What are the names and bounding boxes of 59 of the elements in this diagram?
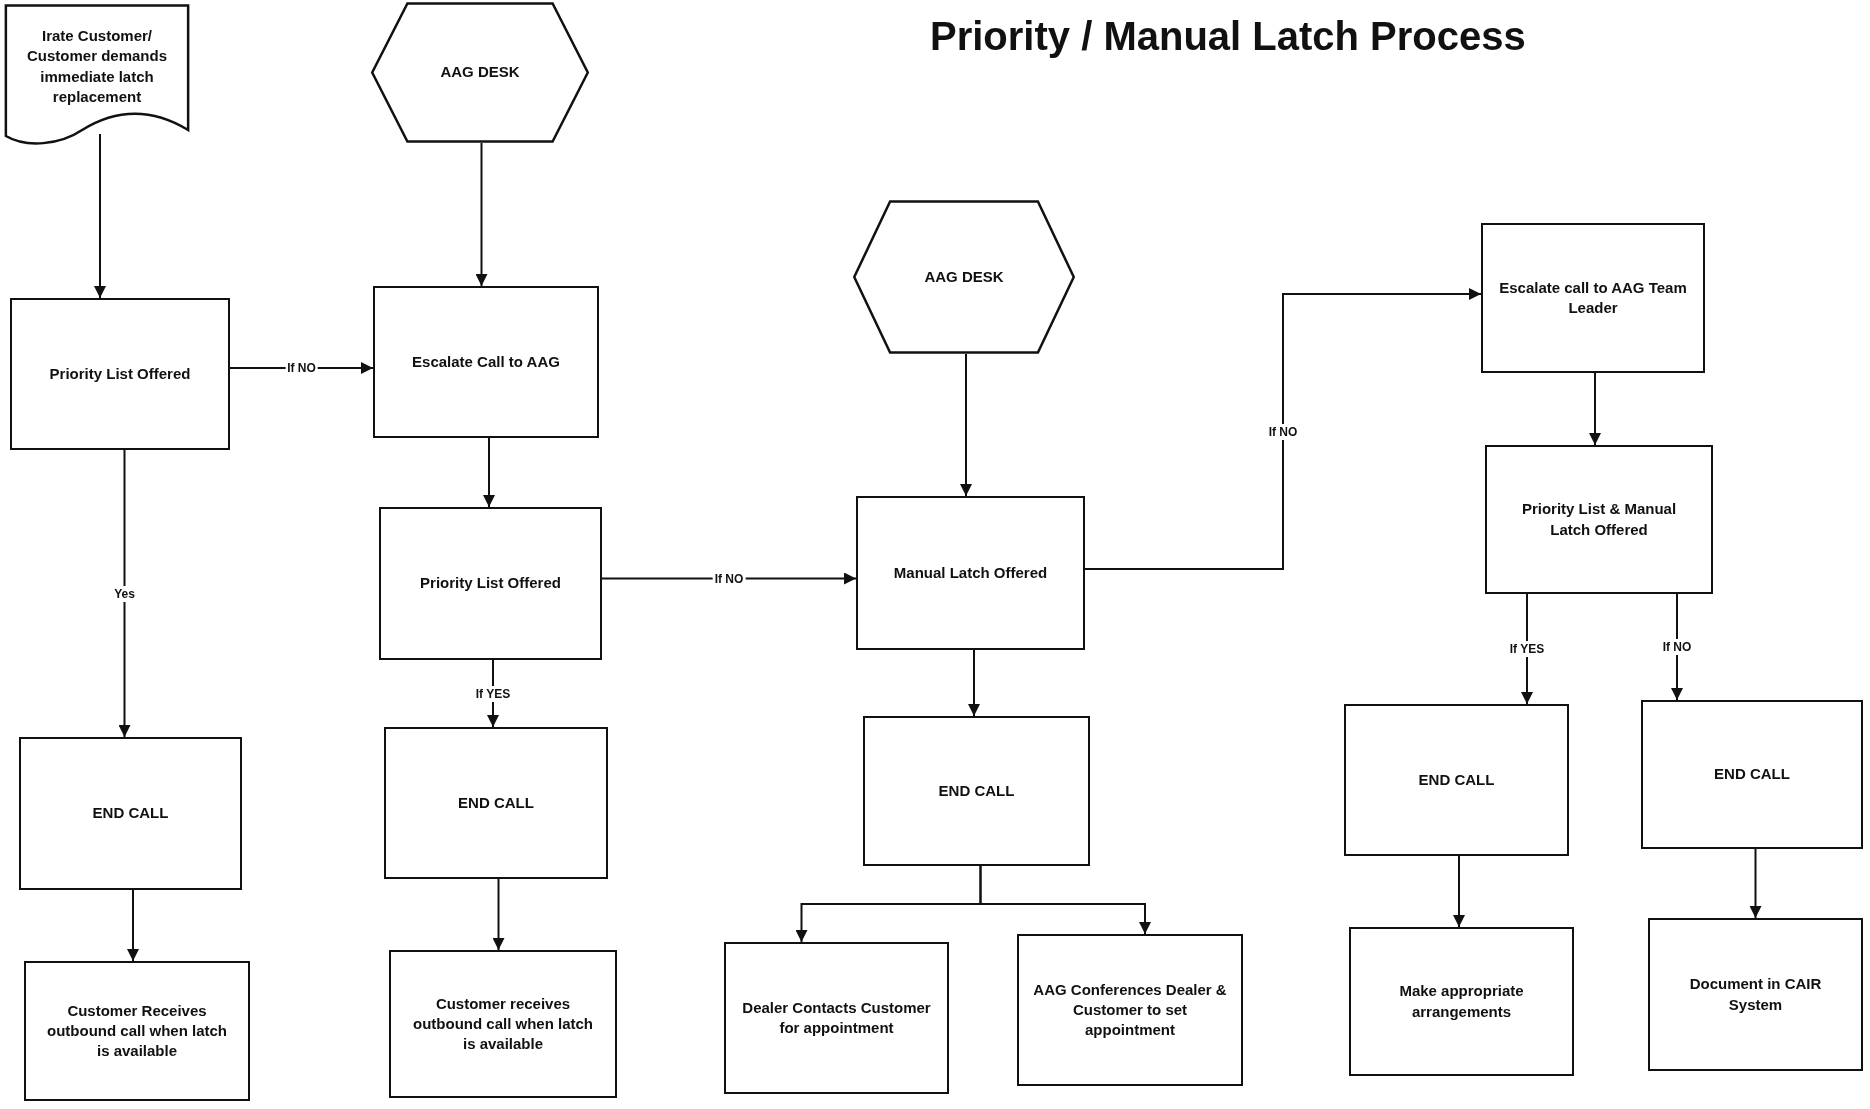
arrow: [127, 889, 139, 962]
edge-label: If YES: [473, 685, 513, 702]
node-text: Make appropriate arrangements: [1398, 981, 1525, 1022]
edge-label: If NO: [1660, 639, 1694, 655]
node-text: Document in CAIR System: [1688, 974, 1823, 1015]
node-text: AAG DESK: [924, 266, 1004, 287]
process-box: [1485, 445, 1713, 594]
node-text: Dealer Contacts Customer for appointment: [741, 997, 932, 1038]
process-box: [1017, 934, 1243, 1086]
arrow: [1749, 848, 1762, 919]
edge-label: Yes: [112, 585, 137, 602]
node-text: AAG DESK: [440, 62, 520, 83]
node-text: Irate Customer/ Customer demands immediate latch replacement: [25, 26, 168, 107]
node-text: Escalate call to AAG Team Leader: [1498, 277, 1688, 318]
process-box: [24, 961, 250, 1101]
process-box: [373, 286, 599, 438]
arrow: [475, 142, 488, 287]
arrow: [1671, 593, 1683, 701]
node-text: END CALL: [1418, 769, 1495, 790]
node-text: Priority List Offered: [49, 363, 191, 384]
edge-label: If NO: [1266, 423, 1300, 440]
arrow: [483, 437, 495, 508]
edge-label: If YES: [1507, 641, 1547, 657]
arrow: [492, 878, 505, 951]
node-text: Customer receives outbound call when latch is available: [412, 993, 594, 1055]
node-text: Priority List & Manual Latch Offered: [1520, 499, 1678, 540]
process-box: [1648, 918, 1863, 1071]
hexagon-node: [852, 200, 1076, 354]
hexagon-node: [370, 2, 590, 143]
arrow: [1589, 372, 1601, 446]
process-box: [856, 496, 1085, 650]
process-box: [389, 950, 617, 1098]
node-text: END CALL: [458, 792, 534, 813]
arrow: [1084, 288, 1482, 570]
arrow: [960, 353, 972, 497]
arrow: [968, 649, 980, 717]
process-box: [379, 507, 602, 660]
node-text: Customer Receives outbound call when latch is available: [46, 1000, 228, 1062]
node-text: END CALL: [1714, 764, 1790, 785]
process-box: [863, 716, 1090, 866]
node-text: END CALL: [938, 780, 1015, 801]
arrow: [1453, 855, 1465, 928]
node-text: Escalate Call to AAG: [412, 351, 560, 372]
arrow: [979, 865, 1151, 935]
process-box: [1344, 704, 1569, 856]
process-box: [10, 298, 230, 450]
process-box: [724, 942, 949, 1094]
node-text: Priority List Offered: [420, 573, 561, 594]
node-text: Manual Latch Offered: [893, 562, 1048, 583]
process-box: [19, 737, 242, 890]
arrow: [94, 133, 106, 299]
diagram-title: Priority / Manual Latch Process: [930, 14, 1526, 59]
process-box: [1641, 700, 1863, 849]
node-text: AAG Conferences Dealer & Customer to set appointment: [1033, 979, 1227, 1041]
arrow: [118, 449, 131, 738]
process-box: [1481, 223, 1705, 373]
process-box: [384, 727, 608, 879]
node-text: END CALL: [92, 803, 169, 824]
process-box: [1349, 927, 1574, 1076]
